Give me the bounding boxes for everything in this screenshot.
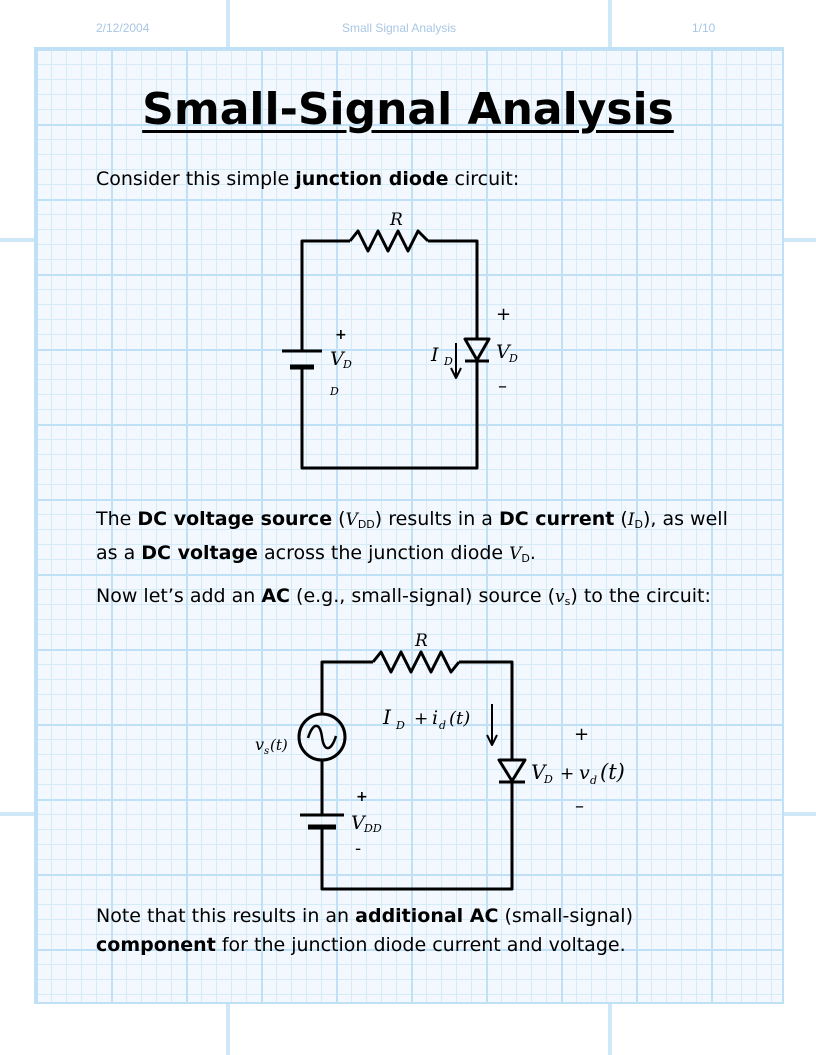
current-expr-ac: i — [432, 707, 438, 729]
current-expr-dc: I — [382, 705, 392, 729]
dc-source-plus-sign: + — [356, 789, 368, 805]
current-arrow-head — [486, 734, 498, 746]
diode-voltage-label: V — [496, 341, 512, 363]
ac-source-argument: (t) — [270, 736, 288, 754]
wire — [320, 660, 373, 714]
resistor-zigzag — [348, 229, 430, 253]
diode-minus-sign: – — [575, 796, 584, 817]
header-title: Small Signal Analysis — [342, 21, 457, 35]
voltage-expr-dc-subscript: D — [543, 773, 553, 786]
resistor-label: R — [414, 631, 428, 651]
grid-paper — [34, 47, 784, 1004]
source-subscript: D — [342, 358, 352, 371]
voltage-expr-argument: (t) — [600, 760, 625, 784]
source-subscript-2: D — [329, 385, 339, 398]
wire — [300, 362, 479, 470]
paragraph-dc: The DC voltage source (VDD) results in a… — [96, 508, 728, 565]
source-plus-sign: + — [335, 327, 347, 343]
paragraph-conclusion: Note that this results in an additional … — [96, 905, 633, 956]
wire — [320, 782, 514, 891]
diode-plus-sign: + — [496, 304, 511, 325]
diode-minus-sign: – — [498, 376, 507, 397]
current-expr-plus: + — [414, 709, 428, 729]
ac-source-subscript: s — [264, 746, 269, 757]
dc-source-minus-sign: - — [355, 839, 361, 859]
dc-source-subscript: DD — [363, 822, 382, 835]
ac-source-label: v — [255, 735, 264, 754]
diode-plus-sign: + — [574, 724, 589, 745]
voltage-expr-plus: + — [560, 764, 574, 784]
resistor-label: R — [389, 210, 403, 230]
header-date: 2/12/2004 — [96, 21, 150, 35]
current-label: I — [430, 344, 439, 366]
dc-source-label: V — [351, 812, 367, 834]
current-expr-dc-subscript: D — [395, 719, 405, 732]
current-expr-argument: (t) — [449, 708, 470, 729]
voltage-expr-dc: V — [531, 760, 548, 784]
header-page-number: 1/10 — [692, 21, 716, 35]
diode-triangle — [497, 758, 527, 783]
wire — [300, 239, 350, 351]
current-expr-ac-subscript: d — [439, 719, 446, 732]
wire — [459, 660, 514, 760]
voltage-expr-ac: v — [579, 762, 590, 784]
diode-triangle — [463, 337, 491, 362]
current-arrow-head — [450, 367, 462, 379]
source-label: V — [330, 348, 346, 370]
resistor-zigzag — [371, 650, 461, 674]
wire — [428, 239, 479, 338]
paragraph-intro: Consider this simple junction diode circ… — [96, 168, 520, 190]
ac-source-wave — [306, 724, 338, 750]
page-title: Small-Signal Analysis — [142, 84, 674, 135]
current-subscript: D — [443, 355, 453, 368]
diode-voltage-subscript: D — [508, 352, 518, 365]
paragraph-ac: Now let’s add an AC (e.g., small-signal)… — [96, 585, 711, 608]
voltage-expr-ac-subscript: d — [590, 774, 597, 787]
